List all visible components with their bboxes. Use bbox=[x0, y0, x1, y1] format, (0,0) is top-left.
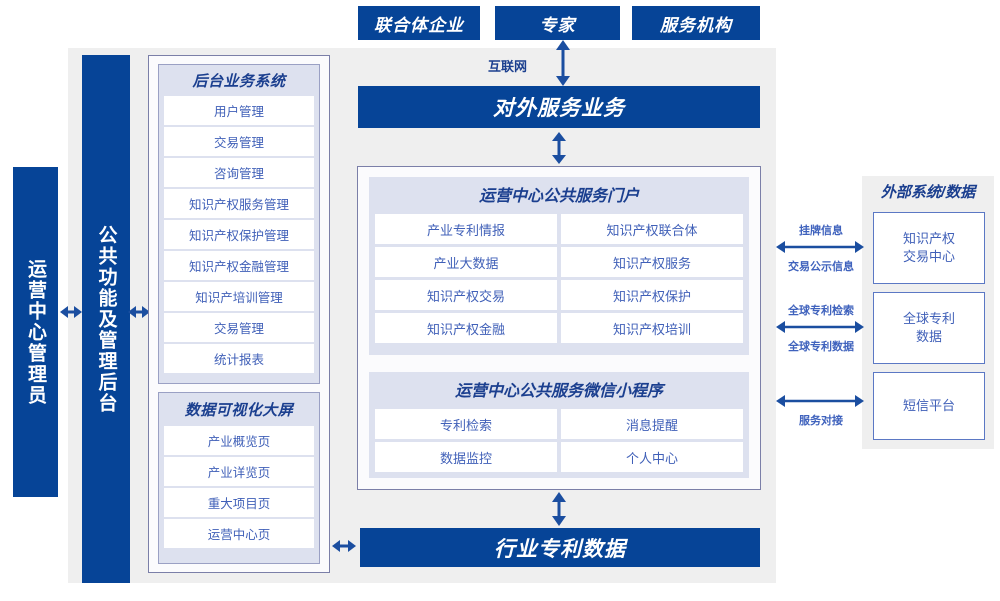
backoffice-to-data-arrow-icon bbox=[332, 540, 356, 552]
miniprogram-grid: 专利检索 消息提醒 数据监控 个人中心 bbox=[375, 409, 743, 472]
service-to-portal-arrow-icon bbox=[552, 132, 566, 164]
external-connector-arrow-icon bbox=[776, 321, 864, 333]
connector-label-listing-info: 挂牌信息 bbox=[799, 225, 843, 237]
actor-box-service-agency[interactable]: 服务机构 bbox=[632, 6, 760, 40]
external-card-line1: 全球专利 bbox=[902, 311, 955, 327]
operator-column[interactable]: 运营中心管理员 bbox=[13, 167, 58, 497]
industry-patent-data-bar[interactable]: 行业专利数据 bbox=[360, 528, 760, 567]
miniprogram-item[interactable]: 专利检索 bbox=[375, 409, 557, 439]
external-card-sms-platform[interactable]: 短信平台 bbox=[873, 372, 985, 440]
portal-item[interactable]: 知识产权服务 bbox=[561, 247, 743, 277]
backoffice-item[interactable]: 知识产权保护管理 bbox=[164, 220, 314, 249]
backoffice-title: 后台业务系统 bbox=[192, 73, 286, 90]
connector-label-global-patent-search: 全球专利检索 bbox=[788, 305, 854, 317]
portal-item[interactable]: 知识产权保护 bbox=[561, 280, 743, 310]
portal-grid: 产业专利情报 知识产权联合体 产业大数据 知识产权服务 知识产权交易 知识产权保… bbox=[375, 214, 743, 343]
portal-to-data-arrow-icon bbox=[552, 492, 566, 526]
public-to-backoffice-arrow-icon bbox=[128, 306, 150, 318]
dataviz-panel: 数据可视化大屏 产业概览页 产业详览页 重大项目页 运营中心页 bbox=[158, 392, 320, 564]
external-card-ip-exchange[interactable]: 知识产权 交易中心 bbox=[873, 212, 985, 284]
backoffice-item[interactable]: 知识产培训管理 bbox=[164, 282, 314, 311]
portal-item[interactable]: 知识产权金融 bbox=[375, 313, 557, 343]
external-card-global-patent-data[interactable]: 全球专利 数据 bbox=[873, 292, 985, 364]
operator-to-public-arrow-icon bbox=[60, 306, 82, 318]
internet-label: 互联网 bbox=[488, 56, 548, 74]
dataviz-item-list: 产业概览页 产业详览页 重大项目页 运营中心页 bbox=[164, 426, 314, 548]
external-systems-title: 外部系统/数据 bbox=[880, 184, 976, 201]
external-card-line2: 数据 bbox=[915, 329, 942, 344]
external-connector-arrow-icon bbox=[776, 395, 864, 407]
external-connector-arrow-icon bbox=[776, 241, 864, 253]
portal-item[interactable]: 知识产权联合体 bbox=[561, 214, 743, 244]
backoffice-item[interactable]: 知识产权金融管理 bbox=[164, 251, 314, 280]
actor-box-expert[interactable]: 专家 bbox=[495, 6, 620, 40]
actor-box-alliance-enterprise[interactable]: 联合体企业 bbox=[358, 6, 480, 40]
portal-item[interactable]: 知识产权交易 bbox=[375, 280, 557, 310]
backoffice-item[interactable]: 用户管理 bbox=[164, 96, 314, 125]
portal-item[interactable]: 产业专利情报 bbox=[375, 214, 557, 244]
dataviz-item[interactable]: 重大项目页 bbox=[164, 488, 314, 517]
dataviz-item[interactable]: 运营中心页 bbox=[164, 519, 314, 548]
backoffice-item[interactable]: 咨询管理 bbox=[164, 158, 314, 187]
dataviz-item[interactable]: 产业详览页 bbox=[164, 457, 314, 486]
internet-label-text: 互联网 bbox=[488, 59, 528, 74]
miniprogram-item[interactable]: 数据监控 bbox=[375, 442, 557, 472]
dataviz-title: 数据可视化大屏 bbox=[184, 402, 294, 419]
backoffice-panel: 后台业务系统 用户管理 交易管理 咨询管理 知识产权服务管理 知识产权保护管理 … bbox=[158, 64, 320, 384]
miniprogram-panel: 运营中心公共服务微信小程序 专利检索 消息提醒 数据监控 个人中心 bbox=[369, 372, 749, 478]
dataviz-item[interactable]: 产业概览页 bbox=[164, 426, 314, 455]
backoffice-item[interactable]: 交易管理 bbox=[164, 313, 314, 342]
connector-label-transaction-disclosure: 交易公示信息 bbox=[788, 261, 854, 273]
portal-title: 运营中心公共服务门户 bbox=[478, 188, 639, 205]
miniprogram-item[interactable]: 个人中心 bbox=[561, 442, 743, 472]
backoffice-item[interactable]: 知识产权服务管理 bbox=[164, 189, 314, 218]
external-card-line1: 短信平台 bbox=[902, 398, 955, 414]
public-function-column[interactable]: 公共功能及管理后台 bbox=[82, 55, 130, 583]
backoffice-item[interactable]: 统计报表 bbox=[164, 344, 314, 373]
backoffice-item-list: 用户管理 交易管理 咨询管理 知识产权服务管理 知识产权保护管理 知识产权金融管… bbox=[164, 96, 314, 373]
miniprogram-title: 运营中心公共服务微信小程序 bbox=[454, 383, 663, 400]
portal-panel: 运营中心公共服务门户 产业专利情报 知识产权联合体 产业大数据 知识产权服务 知… bbox=[369, 177, 749, 355]
external-service-bar[interactable]: 对外服务业务 bbox=[358, 86, 760, 128]
external-card-line1: 知识产权 bbox=[902, 231, 955, 247]
portal-item[interactable]: 知识产权培训 bbox=[561, 313, 743, 343]
connector-label-global-patent-data: 全球专利数据 bbox=[788, 341, 854, 353]
portal-item[interactable]: 产业大数据 bbox=[375, 247, 557, 277]
internet-arrow-icon bbox=[556, 40, 570, 86]
connector-label-service-docking: 服务对接 bbox=[799, 415, 843, 427]
miniprogram-item[interactable]: 消息提醒 bbox=[561, 409, 743, 439]
external-card-line2: 交易中心 bbox=[902, 249, 955, 264]
backoffice-item[interactable]: 交易管理 bbox=[164, 127, 314, 156]
